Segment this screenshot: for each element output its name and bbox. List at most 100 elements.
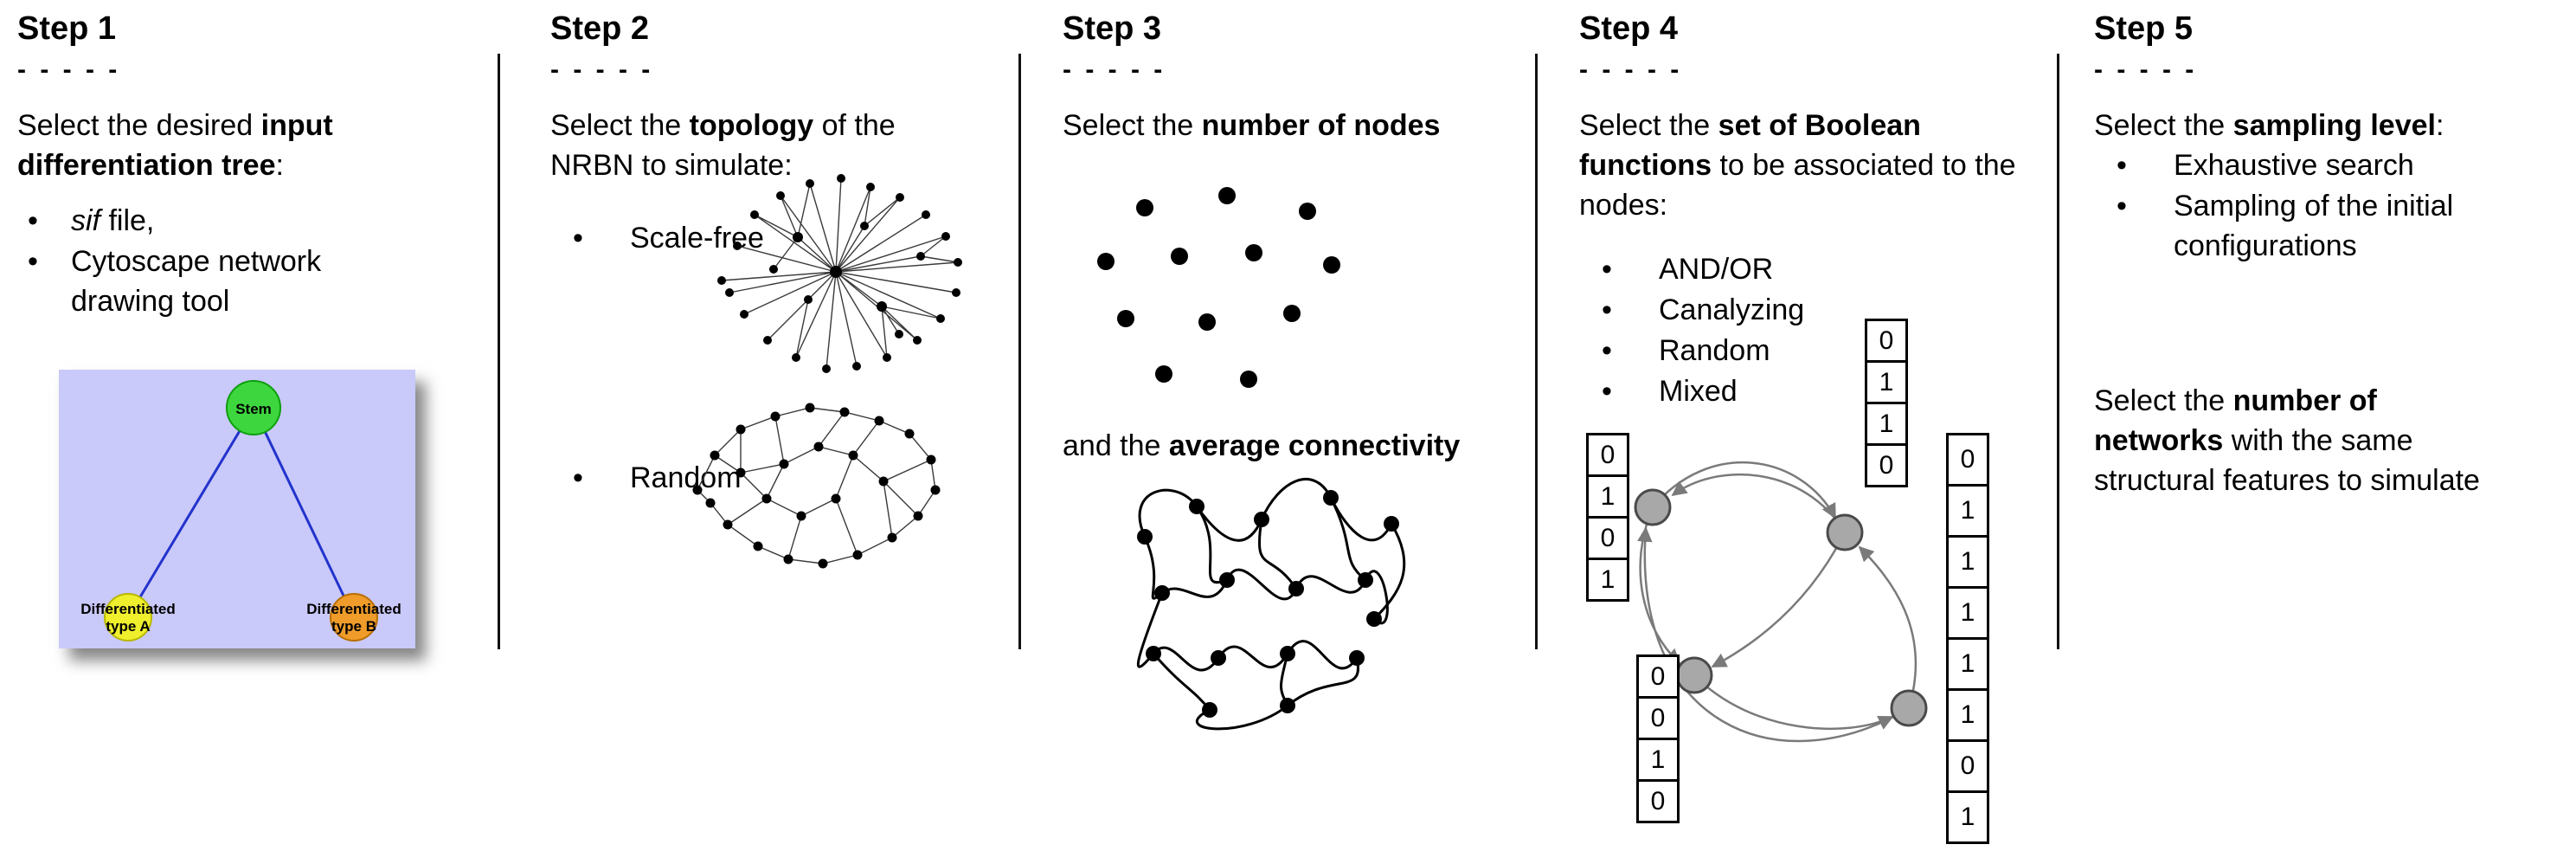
step-2-title: Step 2 (550, 10, 650, 47)
truth-table-cell: 1 (1946, 586, 1989, 640)
truth-table-cell: 0 (1865, 319, 1908, 363)
tangle-edges (1136, 478, 1406, 731)
step-3-line1-bold: number of nodes (1201, 109, 1441, 142)
list-item: Mixed (1579, 371, 1804, 411)
step-1-bullet-list: sif file, Cytoscape network drawing tool (17, 201, 374, 322)
step-2-intro: Select the topology of the NRBN to simul… (550, 106, 966, 185)
boolean-node-c (1675, 656, 1713, 694)
random-network-illustration (692, 403, 941, 569)
step-2-column: Step 2 - - - - - Select the topology of … (550, 0, 1018, 851)
step-4-title: Step 4 (1579, 10, 1679, 47)
sampling-configurations-label: Sampling of the initial configurations (2174, 190, 2454, 262)
step-2-intro-bold: topology (689, 109, 814, 142)
column-divider (1535, 54, 1538, 649)
step-1-dashes: - - - - - (17, 55, 121, 84)
random-nodes (692, 403, 941, 569)
scale-free-bullet: Scale-free (550, 218, 907, 258)
random-label: Random (630, 461, 742, 494)
differentiation-tree-svg: Stem Differentiated type A Differentiate… (59, 370, 415, 648)
list-item: Exhaustive search (2094, 145, 2544, 185)
boolean-node-d (1890, 689, 1928, 727)
step-4-column: Step 4 - - - - - Select the set of Boole… (1579, 0, 2051, 851)
type-a-label-line1: Differentiated (80, 601, 176, 617)
sif-file-italic: sif (71, 204, 100, 237)
nodes-dots-illustration (1097, 187, 1340, 388)
tree-edge-right (252, 407, 356, 618)
truth-table-cell: 1 (1865, 360, 1908, 404)
boolean-node-a (1634, 488, 1672, 526)
and-or-label: AND/OR (1659, 253, 1774, 286)
truth-table-cell: 1 (1586, 474, 1629, 519)
stem-node (226, 380, 281, 435)
column-divider (1018, 54, 1021, 649)
step-5-networks-paragraph: Select the number of networks with the s… (2094, 381, 2480, 500)
truth-table-right: 0 1 1 1 1 1 0 1 (1946, 433, 1989, 844)
dots (1097, 187, 1340, 388)
networks-para-bold2: networks (2094, 424, 2224, 457)
truth-table-cell: 0 (1636, 779, 1680, 823)
truth-table-cell: 0 (1865, 443, 1908, 487)
step-3-column: Step 3 - - - - - Select the number of no… (1063, 0, 1530, 851)
boolean-nodes (1634, 488, 1928, 727)
step-3-line2-bold: average connectivity (1168, 429, 1461, 462)
step-4-intro-pre: Select the (1579, 109, 1718, 142)
column-divider (2057, 54, 2059, 649)
scale-free-network-illustration (717, 174, 962, 373)
networks-para-line3: structural features to simulate (2094, 464, 2480, 497)
truth-table-cell: 1 (1946, 688, 1989, 742)
type-a-node (104, 593, 152, 641)
step-3-dashes: - - - - - (1063, 55, 1166, 84)
mixed-label: Mixed (1659, 375, 1738, 408)
scale-free-label: Scale-free (630, 222, 764, 255)
list-item: Canalyzing (1579, 290, 1804, 330)
list-item: Sampling of the initial configurations (2094, 186, 2544, 266)
step-4-bullet-list: AND/OR Canalyzing Random Mixed (1579, 249, 1804, 412)
step-3-line1: Select the number of nodes (1063, 106, 1440, 145)
column-divider (498, 54, 500, 649)
truth-table-cell: 1 (1586, 558, 1629, 602)
boolean-node-b (1826, 513, 1864, 551)
scale-free-nodes (717, 174, 962, 373)
random-edges (697, 407, 936, 564)
boolean-network-svg (1634, 461, 1928, 743)
stem-label: Stem (235, 401, 272, 417)
type-a-label-line2: type A (106, 618, 150, 635)
truth-table-cell: 1 (1946, 535, 1989, 589)
truth-table-cell: 1 (1946, 790, 1989, 844)
step-5-intro-bold: sampling level (2232, 109, 2436, 142)
networks-para-bold1: number of (2232, 384, 2377, 417)
step-4-intro-post: to be associated to the nodes: (1579, 149, 2016, 222)
step-4-intro: Select the set of Boolean functions to b… (1579, 106, 2025, 225)
step-3-line1-pre: Select the (1063, 109, 1202, 142)
random-functions-label: Random (1659, 334, 1770, 367)
sif-file-rest: file, (100, 204, 155, 237)
networks-para-rest: with the same (2223, 424, 2413, 457)
step-2-intro-post: of the NRBN to simulate: (550, 109, 896, 182)
step-2-intro-pre: Select the (550, 109, 690, 142)
regulation-arrows (1637, 461, 1918, 743)
type-b-node (330, 593, 378, 641)
step-3-title: Step 3 (1063, 10, 1162, 47)
truth-table-cell: 1 (1946, 484, 1989, 538)
truth-table-bottom: 0 0 1 0 (1636, 654, 1680, 823)
step-5-intro: Select the sampling level: (2094, 106, 2444, 145)
truth-table-cell: 1 (1865, 402, 1908, 446)
step-1-intro-pre: Select the desired (17, 109, 261, 142)
truth-table-cell: 0 (1586, 433, 1629, 477)
exhaustive-search-label: Exhaustive search (2174, 149, 2414, 182)
boolean-network-figure: 0 1 1 0 0 1 0 1 0 0 1 0 0 1 1 1 (1579, 319, 2051, 848)
step-5-intro-pre: Select the (2094, 109, 2233, 142)
truth-table-top: 0 1 1 0 (1865, 319, 1908, 487)
differentiation-tree-figure: Stem Differentiated type A Differentiate… (59, 370, 415, 648)
step-3-line2: and the average connectivity (1063, 426, 1460, 466)
step-5-intro-post: : (2435, 109, 2444, 142)
canalyzing-label: Canalyzing (1659, 293, 1805, 326)
truth-table-left: 0 1 0 1 (1586, 433, 1629, 602)
networks-para-pre: Select the (2094, 384, 2233, 417)
step-4-dashes: - - - - - (1579, 55, 1683, 84)
step-5-column: Step 5 - - - - - Select the sampling lev… (2094, 0, 2570, 851)
list-item: Cytoscape network drawing tool (17, 242, 374, 321)
truth-table-cell: 0 (1946, 739, 1989, 793)
truth-table-cell: 0 (1586, 516, 1629, 560)
step-4-intro-bold: set of Boolean functions (1579, 109, 1921, 182)
